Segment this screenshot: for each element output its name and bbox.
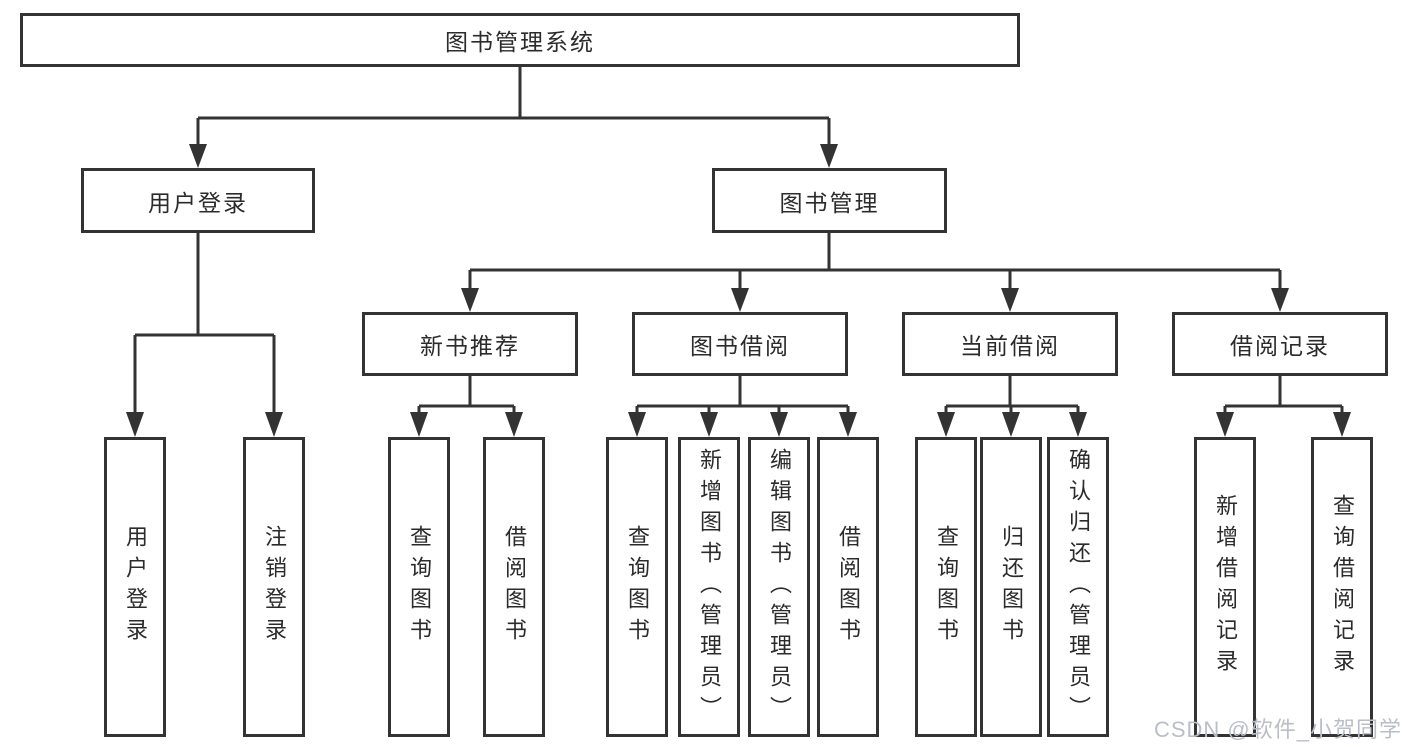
leaf-borrow-books-recommend: 借阅图书 bbox=[483, 437, 545, 737]
leaf-edit-books-admin: 编辑图书（管理员） bbox=[748, 437, 810, 737]
node-book-management: 图书管理 bbox=[712, 168, 947, 233]
node-book-borrowing: 图书借阅 bbox=[632, 312, 848, 376]
leaf-logout: 注销登录 bbox=[243, 437, 305, 737]
leaf-query-borrow-record-label: 查询借阅记录 bbox=[1330, 494, 1355, 680]
node-borrowing-records-label: 借阅记录 bbox=[1230, 333, 1330, 359]
leaf-logout-label: 注销登录 bbox=[262, 525, 287, 649]
leaf-return-books-label: 归还图书 bbox=[999, 525, 1024, 649]
leaf-user-login-label: 用户登录 bbox=[123, 525, 148, 649]
leaf-add-borrow-record-label: 新增借阅记录 bbox=[1213, 494, 1238, 680]
leaf-query-books-current: 查询图书 bbox=[915, 437, 977, 737]
leaf-borrow-books-label: 借阅图书 bbox=[836, 525, 861, 649]
node-user-login: 用户登录 bbox=[81, 168, 315, 233]
leaf-query-books-current-label: 查询图书 bbox=[934, 525, 959, 649]
node-borrowing-records: 借阅记录 bbox=[1172, 312, 1388, 376]
leaf-query-borrow-record: 查询借阅记录 bbox=[1311, 437, 1373, 737]
node-current-borrowing-label: 当前借阅 bbox=[960, 333, 1060, 359]
leaf-confirm-return-admin-label: 确认归还（管理员） bbox=[1066, 447, 1091, 727]
node-book-management-label: 图书管理 bbox=[779, 189, 880, 216]
leaf-add-borrow-record: 新增借阅记录 bbox=[1194, 437, 1256, 737]
node-root-system-label: 图书管理系统 bbox=[445, 29, 595, 55]
leaf-borrow-books-recommend-label: 借阅图书 bbox=[502, 525, 527, 649]
leaf-return-books: 归还图书 bbox=[980, 437, 1042, 737]
leaf-query-books-recommend-label: 查询图书 bbox=[407, 525, 432, 649]
node-current-borrowing: 当前借阅 bbox=[902, 312, 1118, 376]
node-root-system: 图书管理系统 bbox=[20, 13, 1020, 67]
node-book-borrowing-label: 图书借阅 bbox=[690, 333, 790, 359]
node-new-book-recommendation: 新书推荐 bbox=[362, 312, 578, 376]
node-user-login-label: 用户登录 bbox=[148, 189, 248, 216]
leaf-confirm-return-admin: 确认归还（管理员） bbox=[1047, 437, 1109, 737]
leaf-borrow-books: 借阅图书 bbox=[817, 437, 879, 737]
leaf-query-books-borrowing-label: 查询图书 bbox=[625, 525, 650, 649]
leaf-user-login: 用户登录 bbox=[104, 437, 166, 737]
leaf-add-books-admin: 新增图书（管理员） bbox=[678, 437, 740, 737]
leaf-add-books-admin-label: 新增图书（管理员） bbox=[697, 447, 722, 727]
leaf-edit-books-admin-label: 编辑图书（管理员） bbox=[767, 447, 792, 727]
leaf-query-books-recommend: 查询图书 bbox=[388, 437, 450, 737]
node-new-book-recommendation-label: 新书推荐 bbox=[420, 333, 520, 359]
watermark: CSDN @软件_小贺同学 bbox=[1153, 717, 1402, 742]
leaf-query-books-borrowing: 查询图书 bbox=[606, 437, 668, 737]
